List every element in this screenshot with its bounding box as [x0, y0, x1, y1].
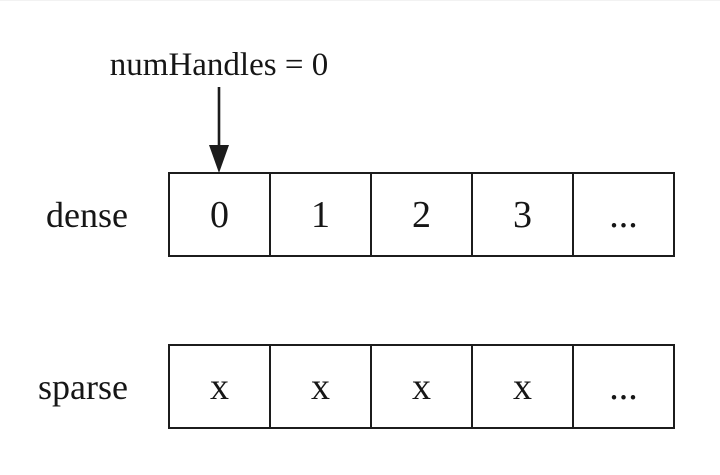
down-arrow-icon	[209, 87, 229, 173]
dense-cell-2: 2	[370, 174, 471, 255]
sparse-cell-ellipsis: ...	[572, 346, 673, 427]
sparse-cell-0: x	[210, 365, 229, 408]
dense-cell-3: 3	[471, 174, 572, 255]
sparse-cell-2: x	[370, 346, 471, 427]
dense-row-label: dense	[46, 194, 128, 235]
dense-cell-ellipsis: ...	[572, 174, 673, 255]
dense-cell-1: 1	[269, 174, 370, 255]
dense-cell-0: 0	[210, 193, 229, 236]
sparse-cell-1: x	[269, 346, 370, 427]
dense-array: 0 1 2 3 ...	[168, 172, 675, 257]
sparse-row-label: sparse	[38, 366, 128, 407]
sparse-cell-3: x	[471, 346, 572, 427]
num-handles-label: numHandles = 0	[109, 47, 329, 83]
sparse-array: x x x x ...	[168, 344, 675, 429]
